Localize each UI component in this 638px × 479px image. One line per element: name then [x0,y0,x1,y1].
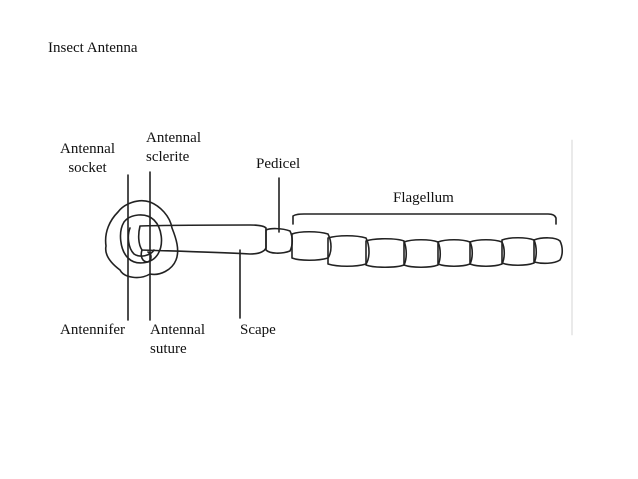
flagellomere-4 [403,238,442,269]
scape-segment [137,224,267,255]
flagellomere-7 [501,236,538,267]
label-pedicel: Pedicel [256,156,301,172]
flagellomere-5 [437,238,474,268]
socket-inner [127,227,155,257]
flagellomere-8 [533,237,564,265]
label-antennal-socket: Antennal socket [60,141,115,176]
flagellomere-1 [291,230,332,262]
antennifer-outline [104,199,179,279]
flagellomere-2 [327,234,370,268]
flagellum-bracket [292,213,557,225]
socket-notch [140,249,152,263]
label-scape: Scape [240,322,276,338]
diagram-title: Insect Antenna [48,40,138,56]
label-flagellum: Flagellum [393,190,454,206]
socket-ring [119,214,163,264]
label-antennal-suture: Antennal suture [150,322,205,357]
flagellomere-6 [469,238,506,268]
flagellomere-3 [365,237,408,269]
label-antennifer: Antennifer [60,322,125,338]
label-antennal-sclerite: Antennal sclerite [146,130,201,165]
